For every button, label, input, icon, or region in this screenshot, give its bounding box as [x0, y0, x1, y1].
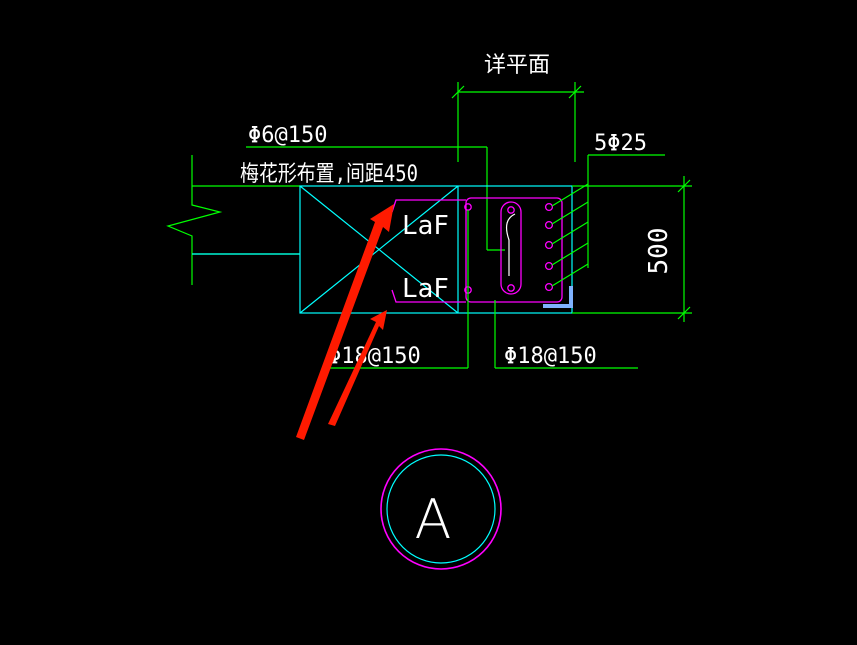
section-outline [192, 185, 573, 314]
arrangement-note: 梅花形布置,间距450 [240, 162, 418, 187]
main-bars-label: 5Φ25 [594, 131, 647, 156]
section-mark-label: A [415, 488, 452, 551]
bottom-leaders [322, 210, 638, 369]
corner-angle [543, 286, 573, 308]
anchor-label-top: LaF [402, 211, 449, 241]
main-bar [544, 282, 554, 292]
bar-label-right: Φ18@150 [504, 344, 597, 369]
main-bar [544, 240, 554, 250]
main-bar [544, 220, 554, 230]
bar-label-left: Φ18@150 [328, 344, 421, 369]
detail-plan-dimension [451, 82, 584, 162]
main-bar [544, 261, 554, 271]
hook-bar [505, 213, 516, 276]
anchor-label-bottom: LaF [402, 274, 449, 304]
dimension-500 [572, 176, 692, 322]
annotation-arrows [296, 204, 394, 440]
stirrup-label: Φ6@150 [248, 123, 327, 148]
slab-outline [166, 185, 300, 285]
section-mark [380, 448, 502, 570]
red-arrow-lower [328, 310, 387, 426]
red-arrow-upper [296, 204, 394, 440]
dimension-500-label: 500 [644, 228, 674, 275]
main-bar [544, 202, 554, 212]
main-bar-leaders [551, 154, 665, 287]
detail-plan-label: 详平面 [484, 53, 550, 78]
